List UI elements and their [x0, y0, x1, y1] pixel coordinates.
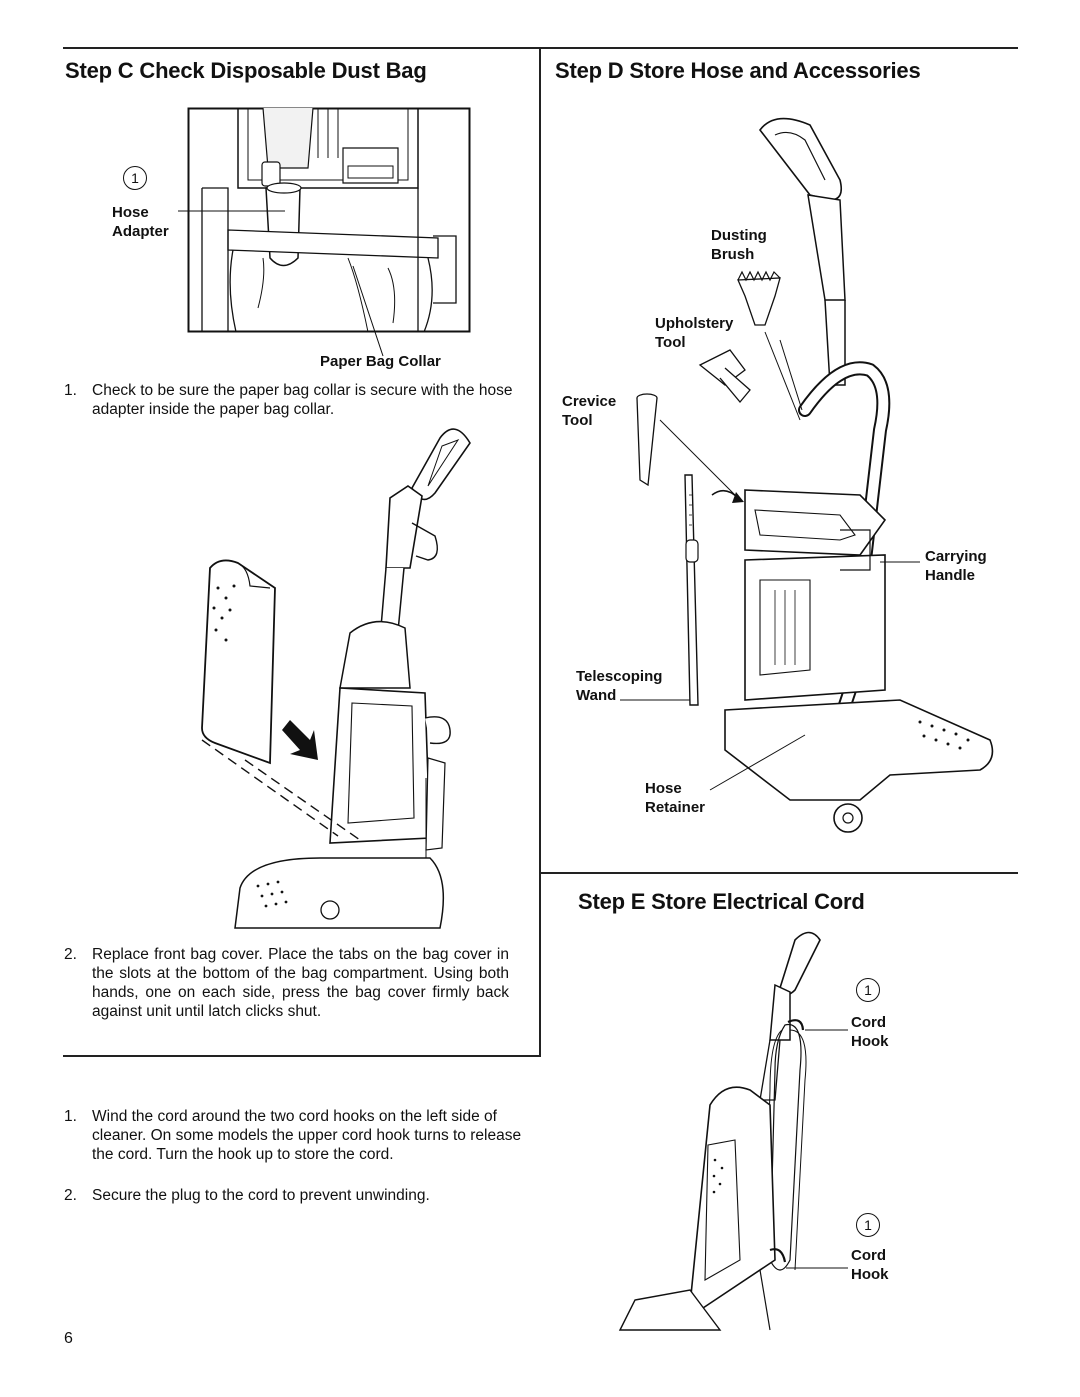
- electrical-cord-illustration: [610, 930, 900, 1330]
- bag-closeup-illustration: [188, 108, 470, 332]
- step-c-instruction-1: 1. Check to be sure the paper bag collar…: [64, 382, 513, 418]
- cord-hook-callout-number-lower: 1: [856, 1213, 880, 1237]
- step-e-title: Step E Store Electrical Cord: [578, 889, 865, 914]
- upholstery-tool-label: Tool: [655, 334, 686, 351]
- callout-number-1: 1: [123, 166, 147, 190]
- crevice-label: Crevice: [562, 393, 617, 410]
- step-e-instruction-1: 1. Wind the cord around the two cord hoo…: [64, 1108, 522, 1163]
- step-d-title: Step D Store Hose and Accessories: [555, 58, 921, 83]
- hose-and-accessories-illustration: [540, 100, 1018, 860]
- lower-cord-label: Cord: [851, 1247, 886, 1264]
- wand-label: Wand: [576, 687, 617, 704]
- upholstery-label: Upholstery: [655, 315, 734, 332]
- brush-label: Brush: [711, 246, 755, 263]
- hose-retainer-label: Retainer: [645, 799, 706, 816]
- step-c-title: Step C Check Disposable Dust Bag: [65, 58, 427, 83]
- crevice-tool-label: Tool: [562, 412, 593, 429]
- carrying-label: Carrying: [925, 548, 987, 565]
- paper-bag-collar-label: Paper Bag Collar: [320, 353, 441, 370]
- carrying-handle-label: Handle: [925, 567, 976, 584]
- adapter-label: Adapter: [112, 223, 169, 240]
- hose-retainer-hose-label: Hose: [645, 780, 682, 797]
- column-divider: [539, 47, 541, 1057]
- page-number: 6: [64, 1330, 73, 1347]
- hose-label: Hose: [112, 204, 149, 221]
- dusting-label: Dusting: [711, 227, 767, 244]
- step-e-instruction-2: 2. Secure the plug to the cord to preven…: [64, 1187, 430, 1204]
- step-c-instruction-2: 2. Replace front bag cover. Place the ta…: [64, 946, 509, 1020]
- step-c-bottom-rule: [63, 1055, 541, 1057]
- bag-cover-illustration: [190, 418, 460, 928]
- telescoping-label: Telescoping: [576, 668, 663, 685]
- upper-cord-hook-label: Hook: [851, 1033, 889, 1050]
- upper-cord-label: Cord: [851, 1014, 886, 1031]
- step-e-top-rule: [539, 872, 1018, 874]
- lower-cord-hook-label: Hook: [851, 1266, 889, 1283]
- cord-hook-callout-number-upper: 1: [856, 978, 880, 1002]
